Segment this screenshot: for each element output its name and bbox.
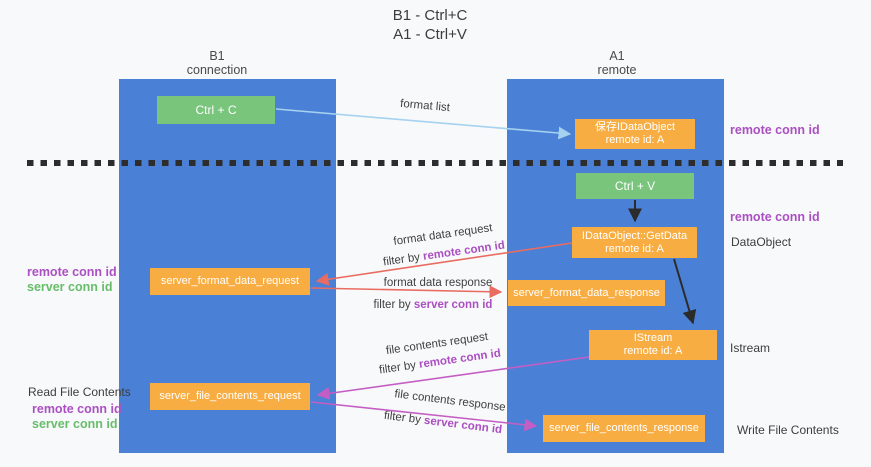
- node-istream: IStream remote id: A: [589, 330, 717, 360]
- lane-b1-title: B1: [209, 49, 225, 63]
- filter-by-prefix: filter by: [383, 409, 425, 427]
- title-line-1: B1 - Ctrl+C: [392, 7, 468, 24]
- anno-istream: Istream: [730, 341, 771, 355]
- node-file-request-label: server_file_contents_request: [159, 390, 301, 402]
- node-istream-line2: remote id: A: [623, 345, 683, 357]
- anno-left-remote-conn-id-1: remote conn id: [27, 265, 117, 279]
- filter-by-prefix: filter by: [382, 250, 424, 269]
- node-ctrl-c-label: Ctrl + C: [195, 103, 237, 117]
- lane-header-b1: B1 connection: [187, 49, 247, 77]
- anno-left-server-conn-id-2: server conn id: [32, 417, 118, 431]
- remote-conn-id-term: remote conn id: [418, 347, 502, 371]
- label-format-data-response: format data response: [383, 277, 493, 289]
- node-ctrl-c: Ctrl + C: [157, 96, 275, 124]
- node-istream-line1: IStream: [633, 332, 673, 344]
- lane-a1-subtitle: remote: [597, 63, 637, 77]
- anno-read-file-contents: Read File Contents: [28, 385, 131, 399]
- title-line-2: A1 - Ctrl+V: [393, 25, 467, 43]
- label-file-contents-response: file contents response: [393, 388, 507, 414]
- anno-left-remote-conn-id-2: remote conn id: [32, 402, 122, 416]
- server-conn-id-term: server conn id: [423, 414, 503, 437]
- server-conn-id-term: server conn id: [413, 299, 493, 311]
- lane-b1-subtitle: connection: [186, 63, 248, 77]
- node-server-file-contents-request: server_file_contents_request: [150, 383, 310, 410]
- node-save-idataobject-line2: remote id: A: [605, 134, 665, 146]
- node-format-request-label: server_format_data_request: [160, 275, 300, 287]
- label-file-contents-response-filter: filter by server conn id: [383, 410, 502, 436]
- anno-right-remote-conn-id-mid: remote conn id: [730, 210, 820, 224]
- label-format-data-response-filter: filter by server conn id: [374, 299, 493, 311]
- filter-by-prefix: filter by: [373, 299, 414, 311]
- remote-conn-id-term: remote conn id: [422, 239, 506, 263]
- node-server-format-data-response: server_format_data_response: [508, 280, 665, 306]
- lane-a1-title: A1: [609, 49, 625, 63]
- node-getdata-line2: remote id: A: [605, 242, 664, 255]
- anno-dataobject: DataObject: [731, 235, 792, 249]
- node-format-response-label: server_format_data_response: [513, 286, 660, 299]
- filter-by-prefix: filter by: [378, 358, 420, 377]
- node-file-response-label: server_file_contents_response: [549, 422, 699, 434]
- anno-left-server-conn-id-1: server conn id: [27, 280, 113, 294]
- node-save-idataobject-line1: 保存IDataObject: [594, 121, 676, 133]
- node-server-file-contents-response: server_file_contents_response: [543, 415, 705, 442]
- anno-write-file-contents: Write File Contents: [737, 423, 839, 437]
- label-format-list: format list: [399, 97, 451, 115]
- node-server-format-data-request: server_format_data_request: [150, 268, 310, 295]
- node-ctrl-v: Ctrl + V: [576, 173, 694, 199]
- lane-header-a1: A1 remote: [598, 49, 637, 77]
- anno-right-remote-conn-id-top: remote conn id: [730, 123, 820, 137]
- diagram-title: B1 - Ctrl+C A1 - Ctrl+V: [393, 7, 468, 44]
- node-ctrl-v-label: Ctrl + V: [614, 179, 656, 193]
- node-idataobject-getdata: IDataObject::GetData remote id: A: [572, 227, 697, 258]
- node-save-idataobject: 保存IDataObject remote id: A: [575, 119, 695, 149]
- node-getdata-line1: IDataObject::GetData: [581, 229, 688, 242]
